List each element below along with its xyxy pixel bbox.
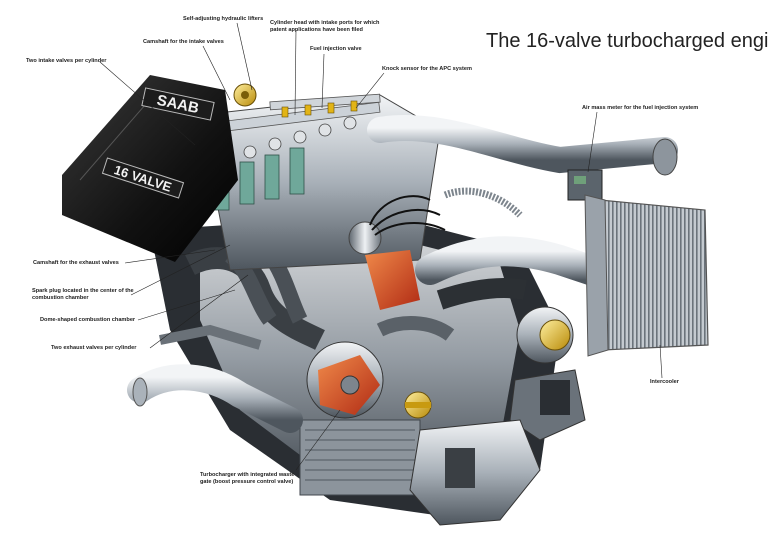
callout-camshaft-intake: Camshaft for the intake valves [143, 39, 224, 45]
callout-air-mass-meter: Air mass meter for the fuel injection sy… [582, 105, 699, 111]
callout-fuel-valve: Fuel injection valve [310, 46, 362, 52]
transmission [409, 419, 541, 526]
turbocharger [306, 316, 455, 419]
waste-gate [404, 391, 432, 419]
fuel-rail [269, 93, 381, 118]
callout-cylinder-head: Cylinder head with intake ports for whic… [270, 20, 380, 33]
distributor [348, 195, 446, 310]
callout-knock-sensor: Knock sensor for the APC system [382, 66, 472, 72]
callout-intake-valves: Two intake valves per cylinder [26, 58, 107, 64]
intercooler [584, 194, 709, 357]
intake-pipe [367, 114, 678, 310]
callout-exhaust-valves: Two exhaust valves per cylinder [51, 345, 137, 351]
callout-camshaft-exhaust: Camshaft for the exhaust valves [33, 260, 119, 266]
callout-spark-plug: Spark plug located in the center of the … [32, 288, 134, 301]
leader-lines [99, 22, 663, 471]
valve-cover: SAAB 16 VALVE [62, 75, 238, 262]
flex-hose [443, 187, 523, 218]
callout-lifters: Self-adjusting hydraulic lifters [183, 16, 264, 22]
callout-dome-chamber: Dome-shaped combustion chamber [40, 317, 136, 323]
alternator [509, 306, 586, 441]
callout-turbocharger: Turbocharger with integrated waste gate … [200, 472, 295, 485]
lifter-housing [233, 83, 257, 107]
exhaust-pipe [127, 364, 303, 433]
saab-badge: SAAB [141, 87, 215, 121]
page-title: The 16-valve turbocharged engine [486, 30, 768, 52]
callout-intercooler: Intercooler [650, 379, 679, 385]
